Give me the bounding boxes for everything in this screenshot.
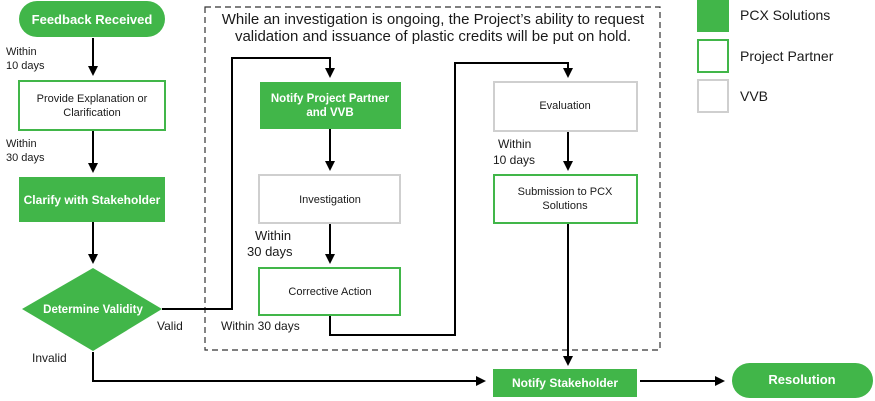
node-determine-validity [22,268,162,351]
arrow-corrective-to-evaluation [329,62,573,336]
node-notify-partner-vvb-label-1: Notify Project Partner [271,93,390,105]
edge-label-within-30-days-b-2: 30 days [247,244,293,259]
legend-swatch-pcx [697,0,729,32]
edge-label-within-30-days-b-1: Within [255,228,291,243]
edge-label-within-30-days-a-1: Within [6,138,37,150]
investigation-region [204,6,661,351]
edge-label-within-30-days-a-2: 30 days [6,152,45,164]
legend-label-pcx: PCX Solutions [740,7,830,23]
edge-label-within-10-days-b-1: Within [498,137,531,151]
node-investigation [258,174,401,224]
node-clarify-with-stakeholder [19,177,165,222]
node-corrective-action [258,267,401,316]
node-investigation-label: Investigation [299,194,361,206]
edge-label-valid: Valid [157,319,183,333]
edge-label-within-10-days-a-2: 10 days [6,60,45,72]
legend-label-vvb: VVB [740,88,768,104]
region-note-line1: While an investigation is ongoing, the P… [222,11,645,28]
node-resolution-label: Resolution [768,372,835,387]
node-submission-to-pcx [493,174,638,224]
node-feedback-received [19,1,165,37]
node-determine-validity-label: Determine Validity [43,304,143,316]
edge-label-within-10-days-b-2: 10 days [493,153,535,167]
edge-label-within-30-days-c: Within 30 days [221,319,300,333]
node-notify-partner-vvb-label-2: and VVB [306,107,353,119]
connectors [88,38,725,386]
legend: PCX Solutions Project Partner VVB [697,0,834,113]
node-evaluation [493,81,638,132]
edge-label-within-10-days-a-1: Within [6,46,37,58]
node-provide-explanation-label-2: Clarification [63,107,120,119]
node-notify-partner-vvb [260,82,401,129]
edge-label-invalid: Invalid [32,351,67,365]
node-evaluation-label: Evaluation [539,100,590,112]
region-note-line2: validation and issuance of plastic credi… [235,28,631,45]
arrow-valid-to-notify-partner [162,57,335,310]
legend-swatch-partner [697,39,729,73]
node-submission-to-pcx-label-1: Submission to PCX [518,186,613,198]
node-provide-explanation [18,80,166,131]
node-corrective-action-label: Corrective Action [288,286,371,298]
node-submission-to-pcx-label-2: Solutions [542,200,588,212]
node-notify-stakeholder [493,369,637,397]
legend-swatch-vvb [697,79,729,113]
node-resolution [732,363,873,398]
node-feedback-received-label: Feedback Received [32,12,153,27]
node-provide-explanation-label-1: Provide Explanation or [37,93,148,105]
arrow-invalid-to-notify-stakeholder [92,352,486,386]
legend-label-partner: Project Partner [740,48,834,64]
node-notify-stakeholder-label: Notify Stakeholder [512,376,618,390]
node-clarify-with-stakeholder-label: Clarify with Stakeholder [24,193,161,207]
